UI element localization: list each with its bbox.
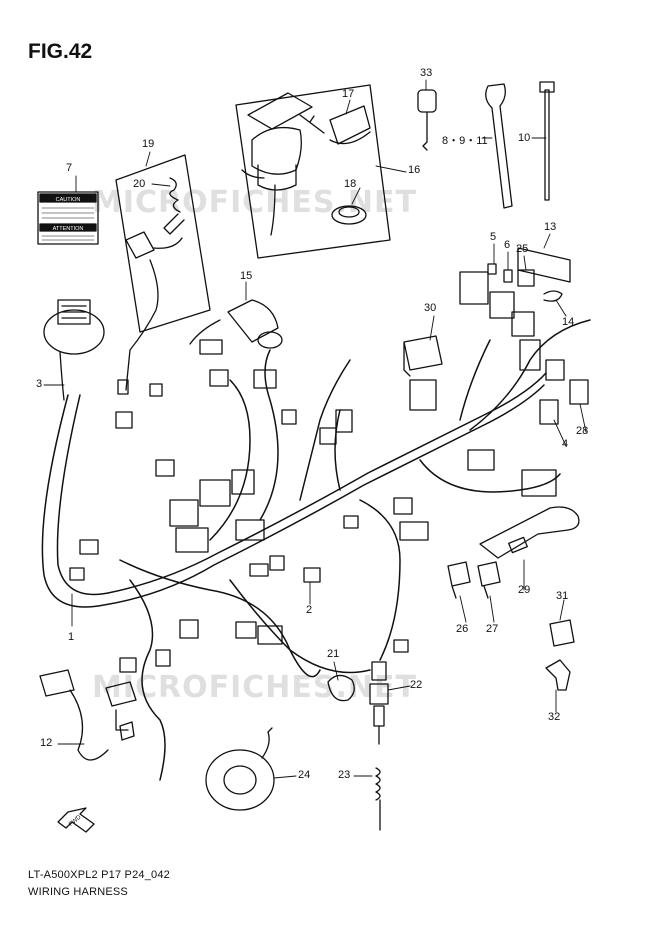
cable-clamp [485, 83, 513, 209]
plug-cap-21 [327, 674, 355, 702]
callout-6: 6 [504, 239, 511, 251]
ignition-switch-body [241, 92, 313, 236]
callout-13: 13 [544, 221, 557, 233]
connector-31 [549, 619, 575, 647]
bracket-32 [545, 659, 571, 691]
callout-7: 7 [66, 162, 73, 174]
caution-text: CAUTION [56, 197, 81, 203]
leader-lines [43, 79, 587, 779]
figure-name: WIRING HARNESS [28, 886, 128, 898]
sub-harness-12 [39, 669, 137, 761]
callout-24: 24 [298, 769, 311, 781]
cap-26 [447, 561, 471, 599]
callout-23: 23 [338, 769, 351, 781]
callout-18: 18 [344, 178, 357, 190]
callout-25: 25 [516, 243, 529, 255]
main-harness-trunk [41, 319, 591, 781]
callout-1: 1 [68, 631, 75, 643]
spark-plug-22 [369, 661, 389, 745]
callout-10: 10 [518, 132, 531, 144]
callout-8-9-11: 8・9・11 [442, 135, 488, 147]
cap-27 [477, 561, 501, 599]
fuse-parts [487, 247, 571, 302]
callout-14: 14 [562, 316, 575, 328]
callout-26: 26 [456, 623, 469, 635]
switch-connector-15 [189, 299, 283, 349]
callout-27: 27 [486, 623, 499, 635]
figure-code: LT-A500XPL2 P17 P24_042 [28, 869, 171, 881]
callout-22: 22 [410, 679, 423, 691]
horn-24 [205, 727, 275, 811]
relay-30 [403, 335, 443, 377]
spring-23 [375, 767, 381, 831]
ignition-key-cap [299, 105, 371, 145]
callout-16: 16 [408, 164, 421, 176]
forward-arrow-icon [57, 807, 95, 833]
callout-30: 30 [424, 302, 437, 314]
callout-19: 19 [142, 138, 155, 150]
callout-28: 28 [576, 425, 589, 437]
callout-17: 17 [342, 88, 355, 100]
callout-33: 33 [420, 67, 433, 79]
callout-32: 32 [548, 711, 561, 723]
caution-label [37, 191, 99, 245]
cable-tie [539, 81, 555, 201]
ignition-switch-panel [235, 84, 391, 259]
round-connector [43, 299, 105, 401]
callout-29: 29 [518, 584, 531, 596]
callout-31: 31 [556, 590, 569, 602]
callout-12: 12 [40, 737, 53, 749]
key-part [417, 89, 437, 151]
callout-2: 2 [306, 604, 313, 616]
callout-5: 5 [490, 231, 497, 243]
callout-21: 21 [327, 648, 340, 660]
harness-connectors [69, 271, 589, 673]
lead-wire-panel [115, 154, 211, 333]
callout-20: 20 [133, 178, 146, 190]
watermark: MICROFICHES.NET [92, 185, 417, 220]
callout-3: 3 [36, 378, 43, 390]
callout-4: 4 [562, 438, 569, 450]
figure-title: FIG.42 [28, 40, 93, 63]
bracket-29 [479, 506, 580, 559]
attention-text: ATTENTION [53, 226, 84, 232]
ring-seal [331, 205, 367, 225]
lead-wire-assembly [125, 177, 185, 391]
callout-15: 15 [240, 270, 253, 282]
